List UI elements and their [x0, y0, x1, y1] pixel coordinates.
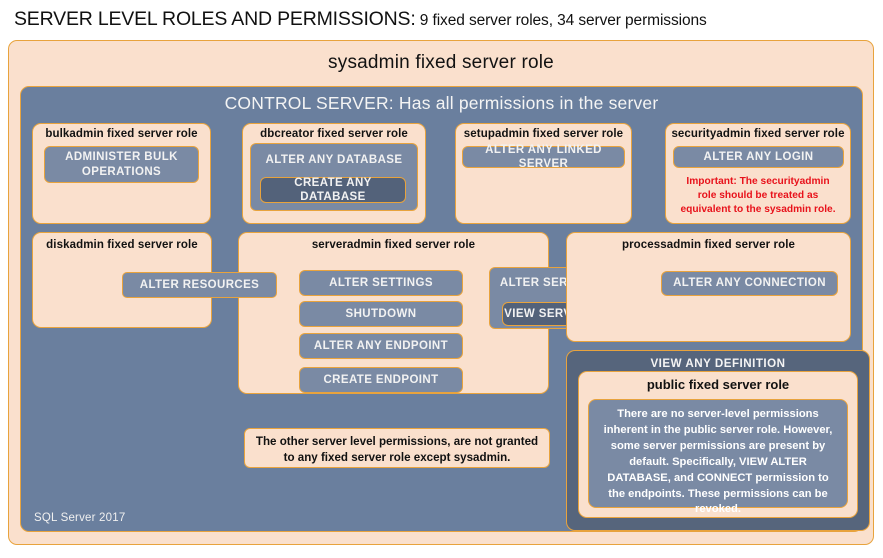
public-role-note-box: There are no server-level permissions in… [588, 399, 848, 515]
permission-label: CREATE ANY DATABASE [294, 176, 372, 203]
sysadmin-role-title: sysadmin fixed server role [328, 52, 554, 73]
sql-version-label: SQL Server 2017 [34, 512, 126, 524]
role-diskadmin-title: diskadmin fixed server role [46, 239, 198, 251]
permission-label: ALTER ANY LOGIN [703, 150, 814, 163]
footnote-text: The other server level permissions, are … [255, 435, 539, 464]
role-serveradmin-title: serveradmin fixed server role [311, 239, 476, 251]
permission-label: ALTER ANY DATABASE [265, 153, 403, 166]
permission-shutdown: SHUTDOWN [299, 301, 463, 327]
permission-create-endpoint: CREATE ENDPOINT [299, 367, 463, 393]
permission-alter-any-login: ALTER ANY LOGIN [673, 146, 844, 168]
role-setupadmin-title: setupadmin fixed server role [463, 128, 624, 140]
permission-alter-any-connection: ALTER ANY CONNECTION [661, 271, 838, 296]
permission-alter-any-linked-server: ALTER ANY LINKED SERVER [462, 143, 625, 170]
permission-create-any-database: CREATE ANY DATABASE [260, 177, 406, 203]
permission-alter-resources: ALTER RESOURCES [122, 272, 277, 298]
permission-alter-any-endpoint: ALTER ANY ENDPOINT [299, 333, 463, 359]
page-title: SERVER LEVEL ROLES AND PERMISSIONS: 9 fi… [14, 8, 874, 36]
role-securityadmin-title: securityadmin fixed server role [671, 128, 845, 140]
permission-administer-bulk-operations: ADMINISTER BULK OPERATIONS [44, 146, 199, 183]
permission-label: ALTER RESOURCES [139, 278, 260, 291]
page-title-sub: 9 fixed server roles, 34 server permissi… [415, 12, 707, 29]
role-public-title: public fixed server role [646, 377, 790, 392]
role-securityadmin [665, 123, 851, 224]
permission-label: ALTER ANY CONNECTION [673, 277, 826, 290]
permission-label: SHUTDOWN [345, 307, 417, 320]
footnote-box [244, 428, 550, 468]
role-processadmin-title: processadmin fixed server role [621, 239, 796, 251]
public-role-note: There are no server-level permissions in… [603, 408, 833, 516]
view-any-definition-label: VIEW ANY DEFINITION [650, 357, 786, 370]
role-setupadmin [455, 123, 632, 224]
permission-label: CREATE ENDPOINT [323, 373, 439, 386]
permission-label: ALTER ANY LINKED SERVER [485, 143, 602, 170]
securityadmin-warning-note: Important: The securityadmin role should… [680, 176, 836, 215]
page-title-strong: SERVER LEVEL ROLES AND PERMISSIONS: [14, 8, 416, 30]
role-dbcreator-title: dbcreator fixed server role [260, 128, 408, 140]
permission-label: ALTER SETTINGS [329, 276, 433, 289]
role-bulkadmin-title: bulkadmin fixed server role [45, 128, 198, 140]
permission-label: ALTER ANY ENDPOINT [313, 339, 449, 352]
permission-label: ADMINISTER BULK OPERATIONS [65, 151, 178, 178]
permission-alter-settings: ALTER SETTINGS [299, 270, 463, 296]
control-server-title: CONTROL SERVER: Has all permissions in t… [224, 93, 659, 113]
